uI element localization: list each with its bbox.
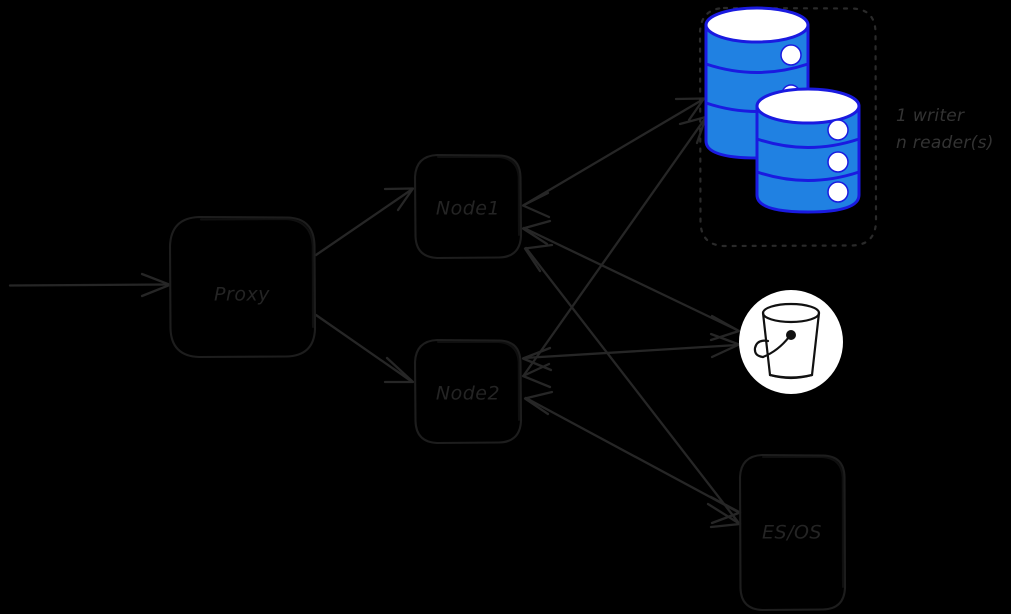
database-reader-label: n reader(s) <box>896 133 994 153</box>
proxy-label: Proxy <box>214 284 270 306</box>
bucket-icon <box>753 302 821 380</box>
search-label: ES/OS <box>762 522 822 544</box>
edge-proxy-to-node1 <box>314 187 415 257</box>
database-writer-label: 1 writer <box>896 106 965 126</box>
edge-node1-to-database <box>521 97 706 219</box>
node2-node[interactable]: Node2 <box>413 338 523 445</box>
search-node[interactable]: ES/OS <box>738 453 847 612</box>
edge-node2-to-database <box>521 115 708 389</box>
database-group: 1 writer n reader(s) <box>698 6 994 248</box>
edge-node1-to-search <box>523 243 742 529</box>
node2-label: Node2 <box>436 383 500 405</box>
edge-ingress-to-proxy <box>8 272 172 298</box>
node1-node[interactable]: Node1 <box>413 153 523 260</box>
edge-node2-to-bucket <box>521 332 741 372</box>
edge-proxy-to-node2 <box>314 313 415 384</box>
reader-database-cylinder <box>755 87 861 214</box>
database-group-boundary <box>698 6 878 248</box>
object-storage-node[interactable] <box>739 290 843 394</box>
proxy-node[interactable]: Proxy <box>168 215 317 359</box>
edge-layer <box>8 97 742 529</box>
node1-label: Node1 <box>436 198 500 220</box>
